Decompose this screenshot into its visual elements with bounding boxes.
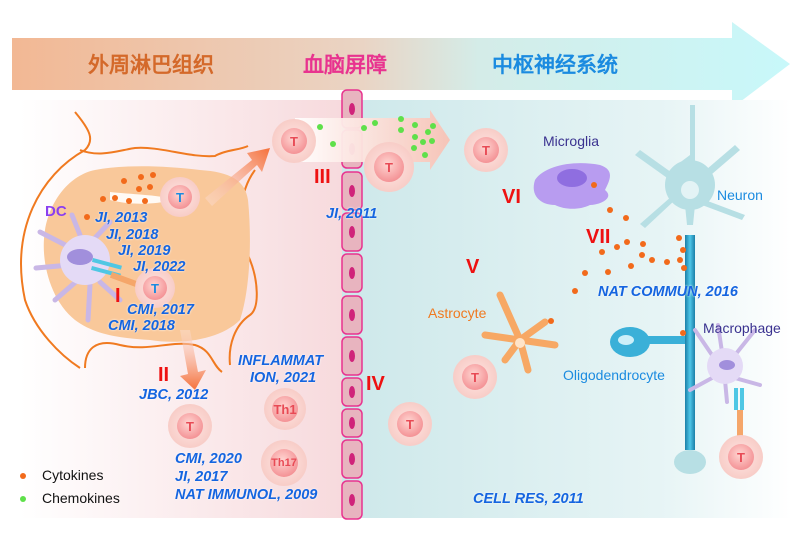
t-cell-nucleus: Th1 — [272, 396, 298, 422]
th1-cell: Th1 — [264, 388, 306, 430]
t-cell-label: T — [151, 280, 159, 296]
t-cell-nucleus: Th17 — [270, 449, 298, 477]
t-cell-label: Th1 — [273, 401, 297, 417]
endothelial-nucleus — [349, 267, 355, 279]
stage-IV: IV — [366, 373, 385, 395]
axon — [685, 235, 695, 450]
ref-stage1-c: JI, 2019 — [118, 243, 171, 259]
t-cell-microglia: T — [464, 128, 508, 172]
endothelial-nucleus — [349, 103, 355, 115]
stage-III: III — [314, 166, 331, 188]
endothelial-nucleus — [349, 386, 355, 398]
stage-VII: VII — [586, 226, 611, 248]
neuron-label: Neuron — [717, 187, 763, 203]
t-cell-astrocyte: T — [453, 355, 497, 399]
t-cell-nucleus: T — [473, 137, 499, 163]
ref-th17-c: NAT IMMUNOL, 2009 — [175, 487, 318, 503]
neuron — [635, 105, 745, 228]
t-cell-nucleus: T — [177, 413, 203, 439]
stage-V: V — [466, 256, 480, 278]
ref-stage3: JI, 2011 — [326, 206, 378, 222]
t-cell-nucleus: T — [374, 152, 404, 182]
t-cell-macrophage: T — [719, 435, 763, 479]
stage-VI: VI — [502, 186, 521, 208]
exit-arrow — [205, 148, 270, 206]
t-cell-nucleus: T — [462, 364, 488, 390]
legend-chemokines: Chemokines — [20, 490, 120, 506]
cytokine-legend-dot — [20, 473, 26, 480]
microglia — [533, 163, 610, 209]
header-peripheral-lymphoid: 外周淋巴组织 — [88, 53, 214, 77]
stage-II: II — [158, 364, 170, 386]
endothelial-nucleus — [349, 309, 355, 321]
endothelial-nucleus — [349, 417, 355, 429]
ref-th1-a: INFLAMMAT — [238, 353, 324, 369]
t-cell-nucleus: T — [281, 128, 307, 154]
t-cell-label: T — [482, 142, 490, 158]
t-cell-label: T — [471, 369, 479, 385]
chemokine-legend-dot — [20, 496, 26, 503]
endothelial-nucleus — [349, 350, 355, 362]
t-cell-nucleus: T — [143, 276, 167, 300]
ref-th1-b: ION, 2021 — [250, 370, 317, 386]
macrophage — [688, 323, 762, 404]
ref-cns: CELL RES, 2011 — [473, 491, 584, 507]
dendritic-cell — [33, 212, 123, 323]
t-cell-label: Th17 — [271, 457, 297, 469]
th17-cell: Th17 — [261, 440, 307, 486]
t-cell-label: T — [385, 159, 393, 175]
oligodendrocyte — [610, 327, 686, 357]
dc-label: DC — [45, 203, 67, 220]
t-cell-migrating: T — [272, 119, 316, 163]
microglia-label: Microglia — [543, 133, 600, 149]
t-cell-label: T — [290, 133, 298, 149]
t-cell-label: T — [186, 418, 194, 434]
ref-stage1-b: JI, 2018 — [106, 227, 159, 243]
astrocyte-label: Astrocyte — [428, 305, 487, 321]
header-cns: 中枢神经系统 — [492, 53, 618, 77]
ref-stage1-f: CMI, 2018 — [108, 318, 175, 334]
t-cell-label: T — [406, 416, 414, 432]
t-cell-nucleus: T — [397, 411, 423, 437]
endothelial-nucleus — [349, 494, 355, 506]
t-cell-crossing: T — [364, 142, 414, 192]
stage-I: I — [115, 285, 121, 307]
endothelial-nucleus — [349, 185, 355, 197]
chemokine-dots — [317, 116, 436, 158]
t-cell-label: T — [176, 189, 184, 205]
ref-stage1-a: JI, 2013 — [95, 210, 148, 226]
ref-th17-b: JI, 2017 — [175, 469, 228, 485]
efferent-arrow — [180, 330, 206, 390]
ref-stage2: JBC, 2012 — [139, 387, 209, 403]
t-cell-nucleus: T — [168, 185, 192, 209]
ref-stage7: NAT COMMUN, 2016 — [598, 284, 738, 300]
t-cell-nucleus: T — [728, 444, 754, 470]
lymph-node-outline — [20, 111, 258, 373]
endothelial-nucleus — [349, 226, 355, 238]
t-cell-node-1: T — [160, 177, 200, 217]
macrophage-label: Macrophage — [703, 320, 781, 336]
cytokine-dots-node — [84, 172, 156, 220]
t-cell-label: T — [737, 449, 745, 465]
lymph-node-body — [43, 166, 250, 342]
t-cell-stage2: T — [168, 404, 212, 448]
header-bbb: 血脑屏障 — [303, 53, 387, 77]
t-cell-node-2: T — [135, 268, 175, 308]
cytokine-legend-label: Cytokines — [42, 467, 104, 483]
oligodendrocyte-label: Oligodendrocyte — [563, 367, 665, 383]
ref-stage1-d: JI, 2022 — [133, 259, 186, 275]
endothelial-nucleus — [349, 453, 355, 465]
ref-th17-a: CMI, 2020 — [175, 451, 242, 467]
flow-arrow — [12, 22, 790, 108]
ref-stage1-e: CMI, 2017 — [127, 302, 194, 318]
t-cell-stage4: T — [388, 402, 432, 446]
chemokine-legend-label: Chemokines — [42, 490, 120, 506]
legend-cytokines: Cytokines — [20, 467, 103, 483]
cytokine-dots-cns — [572, 207, 687, 294]
